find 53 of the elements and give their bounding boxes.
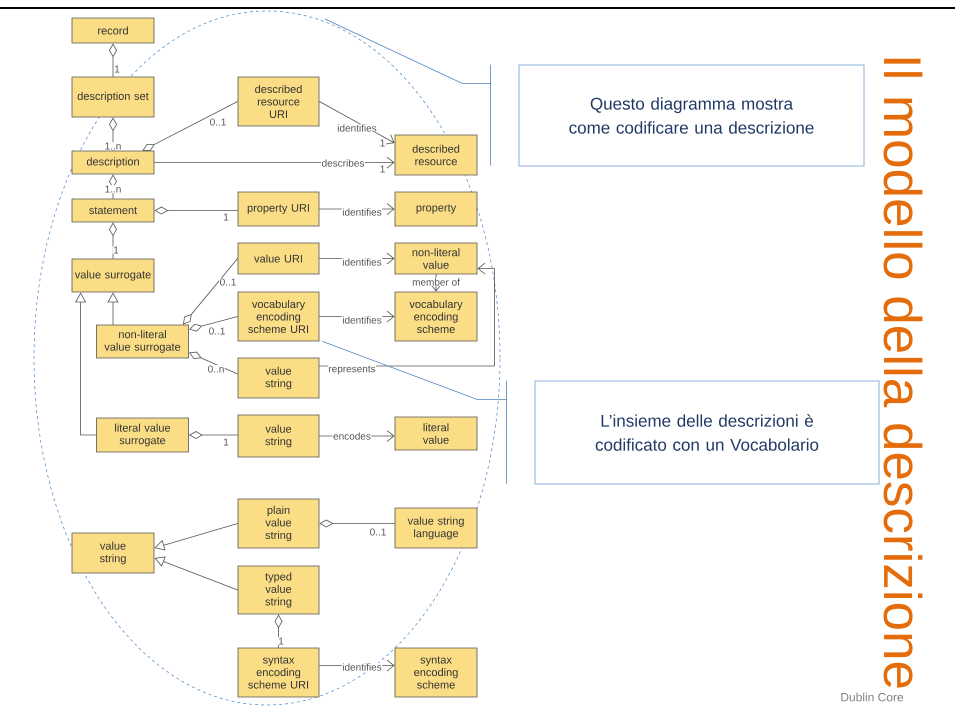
class-box: vocabulary encoding scheme bbox=[394, 292, 478, 342]
edge-label: 1 bbox=[114, 65, 120, 73]
footer-text: Dublin Core bbox=[841, 692, 904, 702]
class-box: typed value string bbox=[238, 566, 320, 614]
edge-label: 1 bbox=[112, 246, 120, 254]
class-box: property bbox=[394, 192, 478, 226]
class-box: value string language bbox=[394, 508, 478, 548]
edge-label: 1 bbox=[278, 637, 284, 645]
class-box: non-literal value bbox=[394, 242, 478, 274]
edge-label: represents bbox=[328, 365, 376, 375]
class-box: literal value bbox=[394, 416, 478, 450]
edge-label: identifies bbox=[342, 208, 382, 216]
edge-label: describes bbox=[321, 158, 365, 168]
class-box: value URI bbox=[238, 242, 320, 274]
edge-label: 0..1 bbox=[209, 118, 227, 126]
edge-label: 0..1 bbox=[219, 278, 237, 286]
class-box: vocabulary encoding scheme URI bbox=[238, 292, 320, 342]
callout-box: Questo diagramma mostra come codificare una descrizione bbox=[518, 64, 864, 166]
class-box: plain value string bbox=[238, 498, 320, 548]
edge-label: identifies bbox=[342, 316, 382, 324]
class-box: statement bbox=[72, 198, 154, 222]
edge-label: 0..1 bbox=[369, 528, 387, 536]
multiplicity-label: 1 bbox=[379, 165, 386, 173]
edge-label: 1 bbox=[222, 438, 230, 446]
leader-line bbox=[324, 18, 491, 166]
class-box: described resource URI bbox=[238, 76, 320, 126]
class-box: description bbox=[72, 150, 154, 174]
edge-label: identifies bbox=[336, 124, 378, 132]
edge-label: encodes bbox=[332, 432, 372, 440]
class-box: property URI bbox=[238, 192, 320, 226]
class-box: description set bbox=[72, 76, 154, 118]
edge-label: 1..n bbox=[104, 142, 122, 150]
callout-box: L’insieme delle descrizioni è codificato con un Vocabolario bbox=[534, 380, 880, 484]
edge-label: member of bbox=[412, 278, 460, 286]
class-box: syntax encoding scheme bbox=[394, 648, 478, 698]
edge-label: identifies bbox=[342, 258, 382, 266]
class-box: value string bbox=[238, 414, 320, 458]
class-box: value string bbox=[238, 358, 320, 398]
class-box: non-literal value surrogate bbox=[96, 324, 189, 358]
edge-label: 0..1 bbox=[208, 326, 226, 336]
class-box: syntax encoding scheme URI bbox=[238, 648, 320, 698]
edge-label: identifies bbox=[342, 662, 382, 672]
class-box: record bbox=[72, 18, 154, 44]
slide-title: Il modello della descrizione bbox=[884, 58, 922, 688]
leader-line bbox=[322, 341, 507, 484]
edge-label: 1..n bbox=[104, 185, 122, 193]
class-box: described resource bbox=[394, 134, 478, 176]
edge-label: 0..n bbox=[207, 364, 225, 374]
class-box: value string bbox=[72, 532, 154, 574]
class-box: value surrogate bbox=[72, 258, 154, 292]
class-box: literal value surrogate bbox=[96, 418, 189, 452]
multiplicity-label: 1 bbox=[379, 139, 386, 147]
edge-label: 1 bbox=[222, 213, 230, 221]
